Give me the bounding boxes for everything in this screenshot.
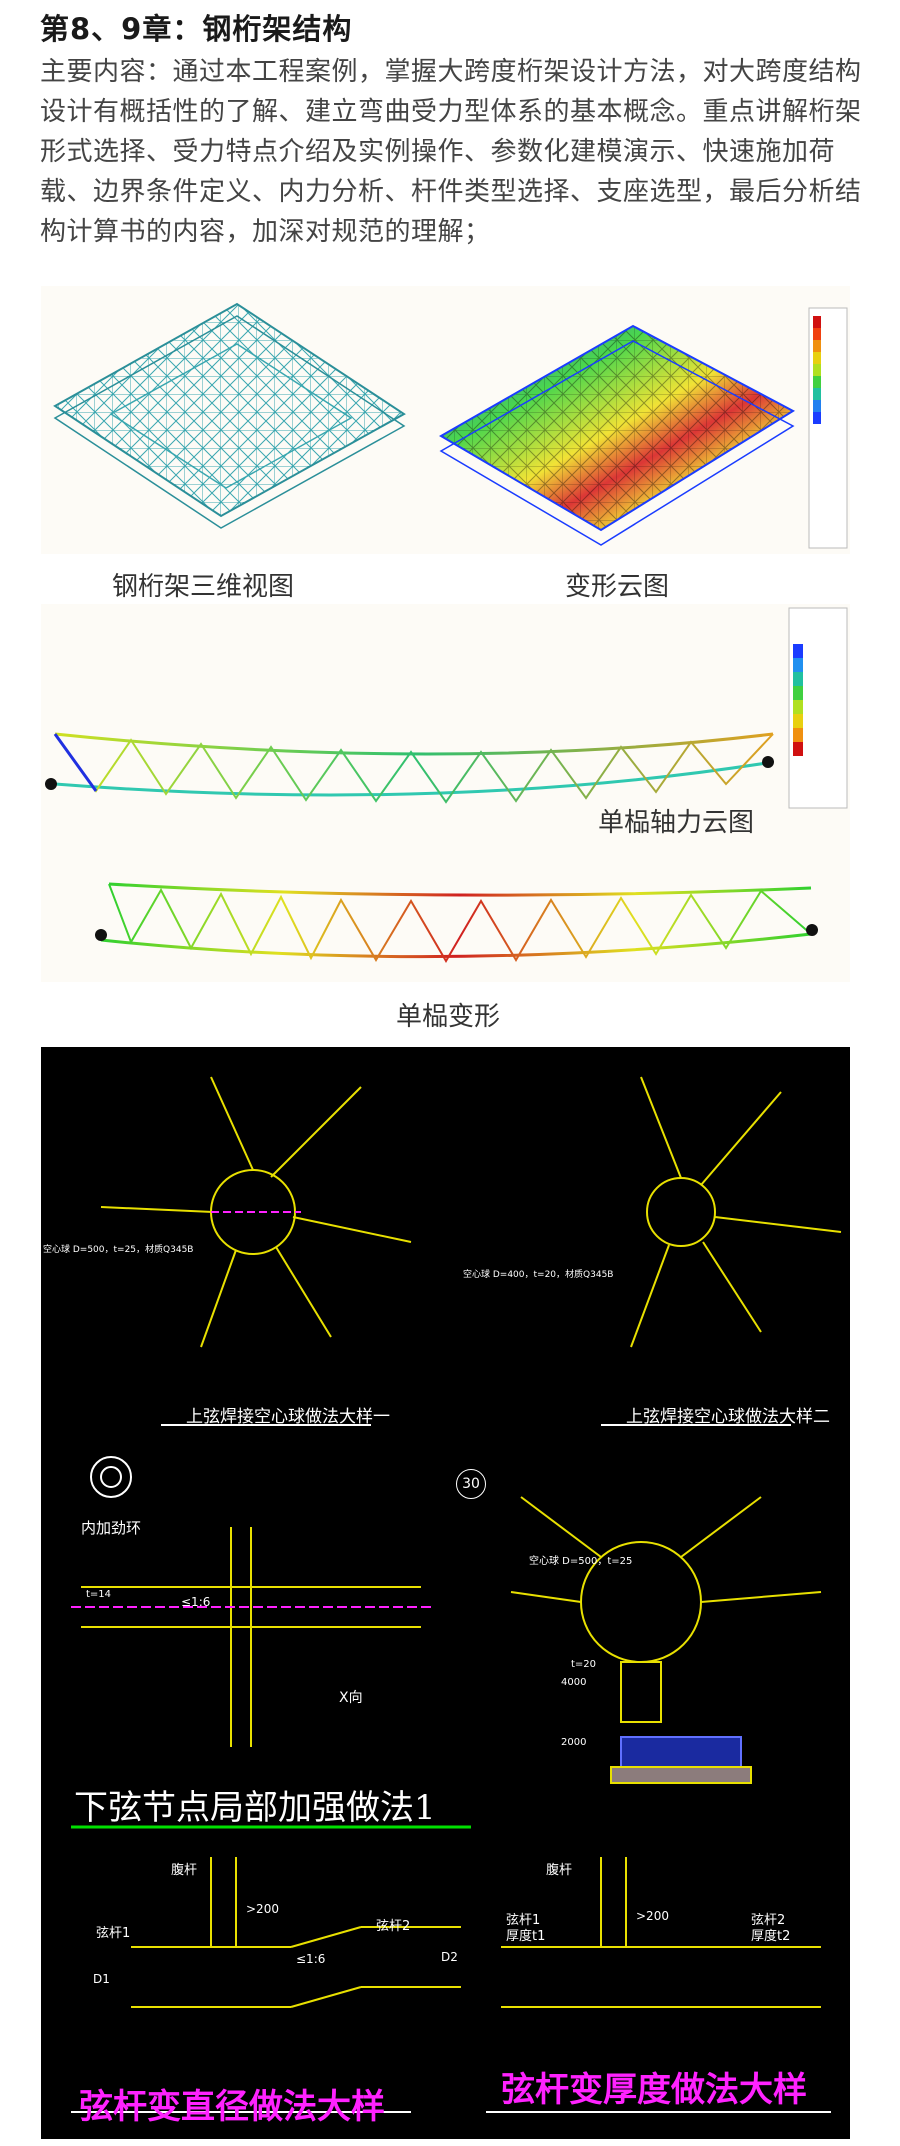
t14-label: t=14 <box>86 1589 112 1600</box>
deformation-cloud-view <box>439 324 796 546</box>
diameter-detail-title: 弦杆变直径做法大样 <box>79 2087 385 2127</box>
truss-3d-figure <box>53 302 848 549</box>
single-truss-panel <box>41 604 850 982</box>
caption-single-deformation: 单榀变形 <box>396 1002 501 1032</box>
web-bar-label-1: 腹杆 <box>171 1863 198 1878</box>
chord-diameter-change <box>131 1857 461 2008</box>
axial-force-truss <box>45 732 774 804</box>
note-detail-2: 空心球 D=400，t=20，材质Q345B <box>463 1270 614 1280</box>
thickness2-label: 厚度t2 <box>751 1929 791 1944</box>
thickness1-label: 厚度t1 <box>506 1929 546 1944</box>
x-direction-label: X向 <box>339 1690 363 1706</box>
deformed-truss <box>95 882 818 963</box>
note-detail-1: 空心球 D=500，t=25，材质Q345B <box>43 1245 194 1255</box>
single-truss-figure <box>45 607 848 963</box>
dim-4000: 4000 <box>561 1677 587 1688</box>
thickness-detail-title: 弦杆变厚度做法大样 <box>501 2070 807 2110</box>
chord-thickness-change <box>501 1857 821 2008</box>
color-legend-axial <box>788 607 848 809</box>
dim-2000: 2000 <box>561 1737 587 1748</box>
caption-axial-force: 单榀轴力云图 <box>598 808 755 838</box>
chapter-description: 主要内容：通过本工程案例，掌握大跨度桁架设计方法，对大跨度结构设计有概括性的了解… <box>40 57 862 247</box>
ratio-label-1: ≤1:6 <box>181 1595 211 1609</box>
chord1-label-1: 弦杆1 <box>96 1926 131 1941</box>
hollow-ball-detail-2 <box>630 1076 842 1348</box>
chord2-label-2: 弦杆2 <box>751 1913 786 1928</box>
inner-ring-label: 内加劲环 <box>81 1519 142 1537</box>
cad-lines <box>71 1076 842 2113</box>
caption-deformation-cloud: 变形云图 <box>565 572 670 602</box>
chord1-label-2: 弦杆1 <box>506 1913 541 1928</box>
detail-1-title: 上弦焊接空心球做法大样一 <box>186 1407 390 1427</box>
chord2-label-1: 弦杆2 <box>376 1919 411 1934</box>
caption-3d-view: 钢桁架三维视图 <box>112 572 295 602</box>
d1-label: D1 <box>93 1972 110 1986</box>
detail-number: 30 <box>456 1469 486 1499</box>
web-bar-label-2: 腹杆 <box>546 1863 573 1878</box>
lower-chord-title: 下弦节点局部加强做法1 <box>74 1788 436 1828</box>
d2-label: D2 <box>441 1950 458 1964</box>
lower-chord-detail <box>71 1456 431 1747</box>
ball-support-detail <box>510 1496 822 1784</box>
ball-size-label: 空心球 D=500，t=25 <box>529 1556 633 1567</box>
color-legend <box>808 307 848 549</box>
truss-3d-panel <box>41 286 850 554</box>
gt200-label-1: >200 <box>246 1902 279 1916</box>
ratio-label-2: ≤1:6 <box>296 1952 326 1966</box>
hollow-ball-detail-1 <box>100 1076 412 1348</box>
gt200-label-2: >200 <box>636 1909 669 1923</box>
cad-detail-drawing: 空心球 D=500，t=25，材质Q345B 空心球 D=400，t=20，材质… <box>41 1047 850 2139</box>
t20-label: t=20 <box>571 1659 597 1670</box>
chapter-title: 第8、9章：钢桁架结构 <box>40 12 353 46</box>
truss-3d-view <box>53 302 406 529</box>
detail-2-title: 上弦焊接空心球做法大样二 <box>626 1407 830 1427</box>
